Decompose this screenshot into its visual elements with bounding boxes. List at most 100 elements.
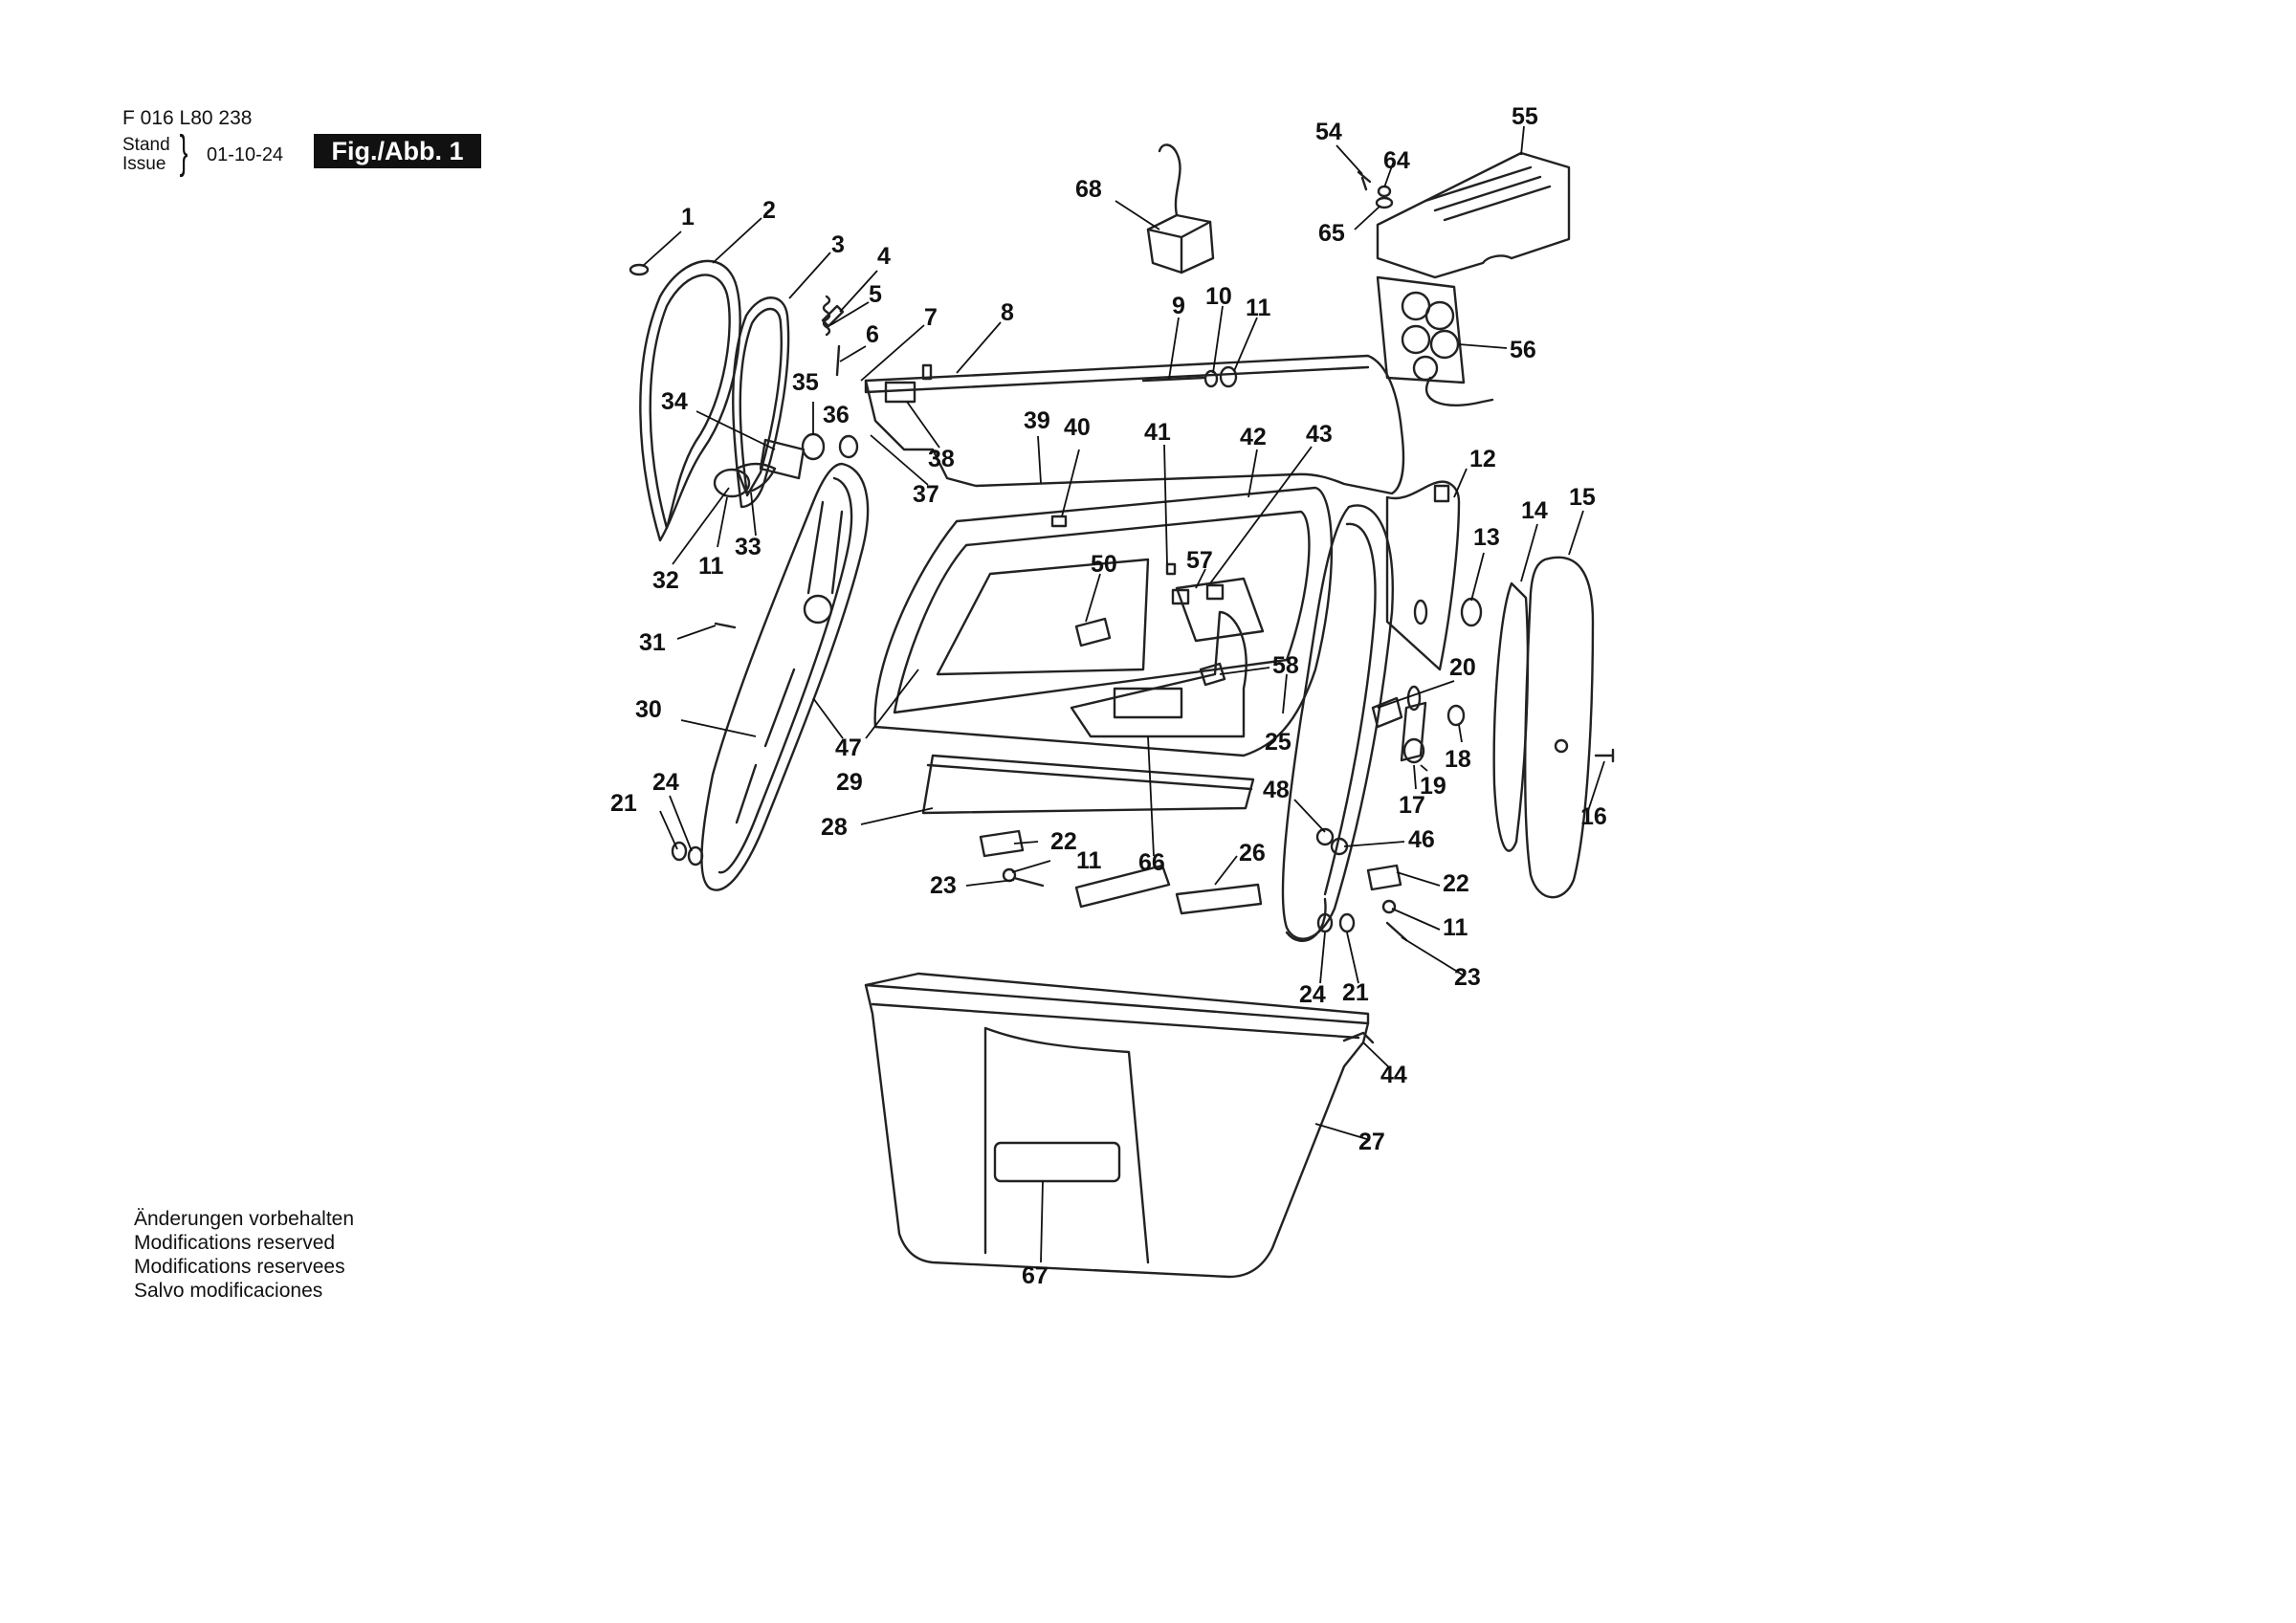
callout-9: 9: [1172, 293, 1185, 319]
callout-20: 20: [1449, 654, 1476, 681]
drive-belt-2-inner: [739, 307, 783, 497]
callout-55: 55: [1512, 103, 1538, 130]
collector-box-27: [864, 983, 1370, 1279]
bracket-50: [1074, 617, 1112, 647]
cover-hole-a: [1413, 599, 1428, 625]
left-rib-a: [806, 500, 844, 595]
callout-11c: 11: [1076, 847, 1102, 874]
roller-26a: [1074, 864, 1171, 909]
drive-belt-outer: [639, 259, 741, 542]
washer-64: [1377, 185, 1392, 198]
washer-21-right: [1338, 912, 1356, 933]
callout-21b: 21: [1342, 979, 1369, 1006]
callout-57: 57: [1186, 547, 1213, 574]
cell-b: [1424, 300, 1455, 331]
callout-40: 40: [1064, 414, 1091, 441]
callout-25: 25: [1265, 729, 1292, 756]
callout-7: 7: [924, 304, 938, 331]
callout-5: 5: [869, 281, 882, 308]
callout-22a: 22: [1050, 828, 1077, 855]
callout-2: 2: [762, 197, 776, 224]
top-cover-lip: [864, 365, 1370, 394]
drive-belt-2-outer: [732, 296, 790, 509]
callout-43: 43: [1306, 421, 1333, 448]
figure-badge: Fig./Abb. 1: [314, 134, 481, 168]
callout-11d: 11: [1443, 914, 1468, 941]
callout-48: 48: [1263, 777, 1290, 803]
collector-hook-44: [1342, 1031, 1375, 1044]
clip-58: [1199, 662, 1226, 687]
callout-28: 28: [821, 814, 848, 841]
cell-c: [1401, 324, 1431, 355]
callout-33: 33: [735, 534, 762, 560]
screw-16: [1594, 748, 1615, 763]
brace-glyph: }: [179, 127, 188, 178]
nut-11: [1219, 365, 1238, 388]
collector-rim: [864, 972, 1370, 1025]
battery-cover-55: [1376, 151, 1571, 279]
nut-11-right: [1381, 899, 1397, 914]
clamp-32: [713, 468, 751, 498]
callout-14: 14: [1521, 497, 1548, 524]
callout-50: 50: [1091, 551, 1117, 578]
callout-18: 18: [1445, 746, 1471, 773]
notice-line-en: Modifications reserved: [134, 1232, 336, 1254]
battery-cover-ribs: [1424, 165, 1552, 222]
callout-11b: 11: [698, 553, 724, 580]
washer-10: [1203, 369, 1219, 388]
bracket-34: [759, 438, 806, 480]
part-13: [1460, 597, 1483, 627]
callout-12: 12: [1469, 446, 1496, 472]
callout-32: 32: [652, 567, 679, 594]
callout-31: 31: [639, 629, 666, 656]
washer-65: [1375, 196, 1394, 209]
document-number: F 016 L80 238: [122, 107, 253, 129]
square-40: [1050, 515, 1068, 528]
label-plate-66: [1113, 687, 1183, 719]
washer-36: [838, 434, 859, 459]
leader-lines: [642, 125, 1605, 1263]
rod-9: [1141, 376, 1205, 383]
drive-belt-inner: [649, 274, 731, 530]
left-housing-plate: [700, 462, 870, 891]
bracket-22-right: [1366, 864, 1402, 891]
callout-35: 35: [792, 369, 819, 396]
callout-37: 37: [913, 481, 939, 508]
callout-1: 1: [681, 204, 695, 230]
collector-rim-inner: [871, 1002, 1360, 1040]
grass-guide-28: [921, 754, 1255, 815]
right-housing-plate: [1281, 504, 1394, 940]
battery-pack-56: [1376, 275, 1466, 384]
cell-e: [1412, 355, 1439, 382]
callout-36: 36: [823, 402, 850, 428]
grass-guide-28-edge: [926, 763, 1253, 791]
pin-6: [835, 344, 841, 377]
callout-27: 27: [1358, 1129, 1385, 1155]
screw-1: [629, 263, 650, 276]
collector-panel: [983, 1026, 1150, 1264]
callout-65: 65: [1318, 220, 1345, 247]
callout-38: 38: [928, 446, 955, 472]
square-41: [1165, 562, 1177, 576]
bushing-35: [801, 432, 826, 461]
deflector-panel: [873, 486, 1334, 757]
callout-3: 3: [831, 231, 845, 258]
bracket-20: [1371, 696, 1403, 729]
callout-23a: 23: [930, 872, 957, 899]
callout-23b: 23: [1454, 964, 1481, 991]
right-housing-rim: [1323, 522, 1377, 896]
terminal-cable-68: [1158, 143, 1181, 217]
cover-hole-b: [1406, 685, 1422, 712]
callout-8: 8: [1001, 299, 1014, 326]
cell-a: [1401, 291, 1431, 321]
left-rib-b: [735, 668, 796, 824]
left-housing-rim: [718, 476, 853, 874]
part-outlines: [629, 143, 1615, 1279]
tab-part: [921, 363, 933, 381]
deflector-window: [936, 558, 1150, 676]
washer-48: [1315, 827, 1335, 846]
callout-11a: 11: [1246, 295, 1271, 321]
callout-34: 34: [661, 388, 688, 415]
